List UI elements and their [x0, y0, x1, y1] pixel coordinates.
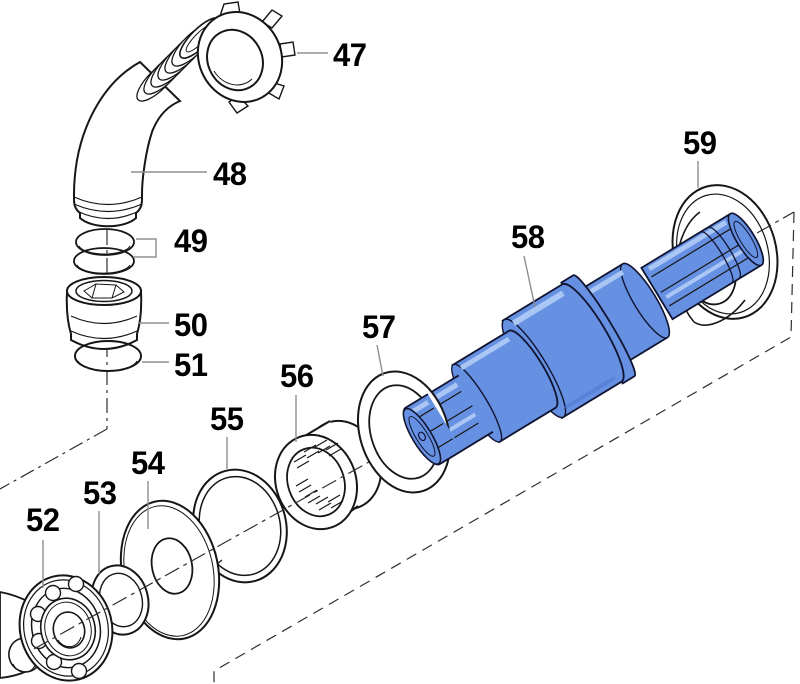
part-label-48: 48 [213, 155, 247, 193]
part-label-55: 55 [210, 400, 244, 438]
part-label-51: 51 [174, 346, 208, 384]
kit-boundary-dashed-line [213, 211, 795, 684]
leader-line-57 [376, 344, 384, 377]
part-label-59: 59 [683, 124, 717, 162]
bearing-balls [29, 575, 88, 680]
shaft-splined-tip-front [402, 393, 463, 466]
part-55-snap-ring [192, 468, 288, 584]
part-50-hose-coupling [65, 276, 143, 350]
part-label-56: 56 [280, 357, 314, 395]
part-label-47: 47 [333, 36, 367, 74]
part-label-53: 53 [83, 474, 117, 512]
part-47-ring-nut [196, 1, 296, 114]
part-51-retaining-ring [74, 340, 142, 372]
part-58-pto-shaft [402, 212, 765, 466]
leader-line-49 [133, 238, 157, 258]
part-label-52: 52 [26, 501, 60, 539]
part-label-54: 54 [131, 444, 165, 482]
part-52-ball-bearing [18, 574, 114, 682]
part-label-49: 49 [174, 222, 208, 260]
part-label-58: 58 [511, 218, 545, 256]
upper-axis-line [0, 230, 108, 490]
lower-axis-line-end [756, 211, 795, 234]
part-49-seal-rings [73, 228, 135, 275]
needle-rollers [293, 439, 344, 511]
part-label-57: 57 [362, 308, 396, 346]
part-label-50: 50 [174, 306, 208, 344]
leader-line-58 [523, 255, 536, 308]
